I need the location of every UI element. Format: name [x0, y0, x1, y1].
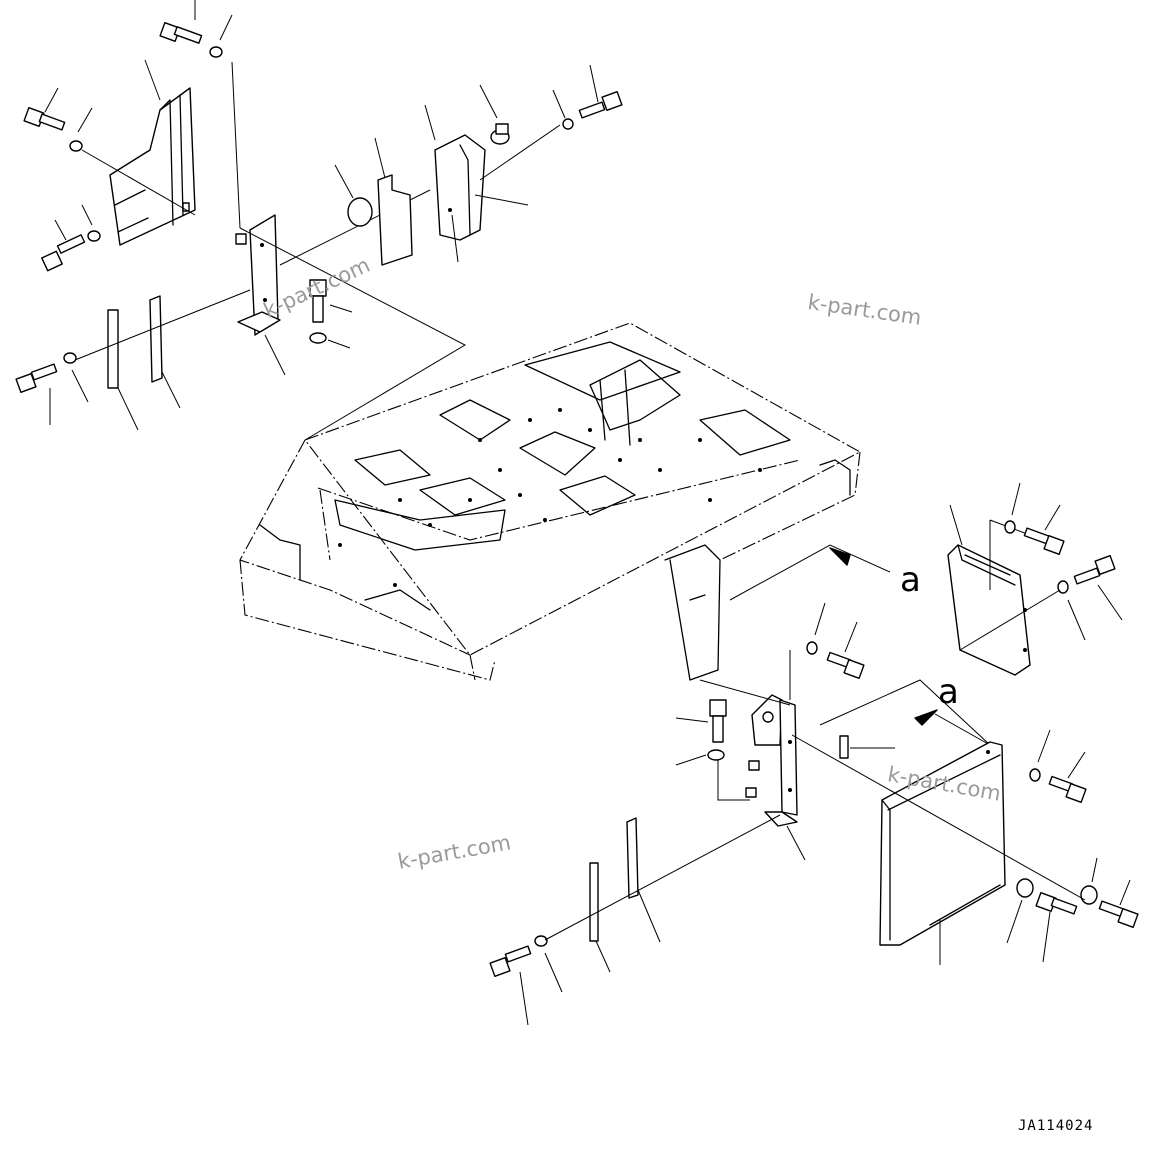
upper-cover [434, 134, 486, 241]
bolt-left-2 [41, 234, 86, 272]
bolt-mid [309, 279, 327, 323]
bolt-left-3 [15, 363, 58, 394]
bolt-left-1 [23, 106, 66, 131]
washer-r8 [534, 935, 548, 947]
washer-r2 [1057, 580, 1069, 594]
middle-cover [377, 174, 413, 266]
right-upper-cover [947, 544, 1031, 676]
cap-plug [347, 197, 373, 227]
spacer-plate [149, 295, 163, 383]
left-cover-panel [109, 87, 196, 246]
bolt-r1 [1023, 527, 1065, 556]
upper-left-assembly [15, 0, 467, 441]
washer-r3 [806, 641, 818, 655]
left-bracket [235, 214, 281, 336]
shim-plate-2 [589, 862, 599, 942]
washer-left-1 [69, 140, 83, 152]
small-shim [839, 735, 849, 759]
shim-plate [107, 309, 119, 389]
view-arrow-label-a-lower: a [938, 672, 959, 712]
washer-r6 [1016, 878, 1034, 898]
washer-mid [309, 332, 327, 344]
bolt-r4 [709, 699, 727, 743]
right-bracket [745, 694, 798, 827]
washer-left-2 [87, 230, 101, 242]
bolt-r8 [489, 945, 532, 978]
spacer-plate-2 [626, 817, 639, 899]
bolt-right [578, 90, 623, 119]
view-arrow-label-a-upper: a [900, 560, 921, 600]
washer-r5 [1029, 768, 1041, 782]
main-frame [239, 322, 862, 681]
bolt-r2 [1073, 554, 1116, 585]
bolt-r3 [826, 651, 865, 680]
bolt-r7 [1098, 900, 1139, 929]
bolt-top [159, 21, 203, 44]
washer-r1 [1004, 520, 1016, 534]
right-lower-cover [879, 741, 1006, 946]
bolt-r5 [1048, 775, 1087, 804]
bolt-r6 [1035, 891, 1078, 915]
washer-r4 [707, 749, 725, 761]
grommet [490, 123, 510, 145]
upper-middle-assembly [334, 64, 623, 266]
washer-left-3 [63, 352, 77, 364]
right-assembly [489, 482, 1139, 1026]
washer-r7 [1080, 885, 1098, 905]
washer-top [209, 46, 223, 58]
washer-right [562, 118, 574, 130]
reference-number: JA114024 [1018, 1118, 1093, 1134]
